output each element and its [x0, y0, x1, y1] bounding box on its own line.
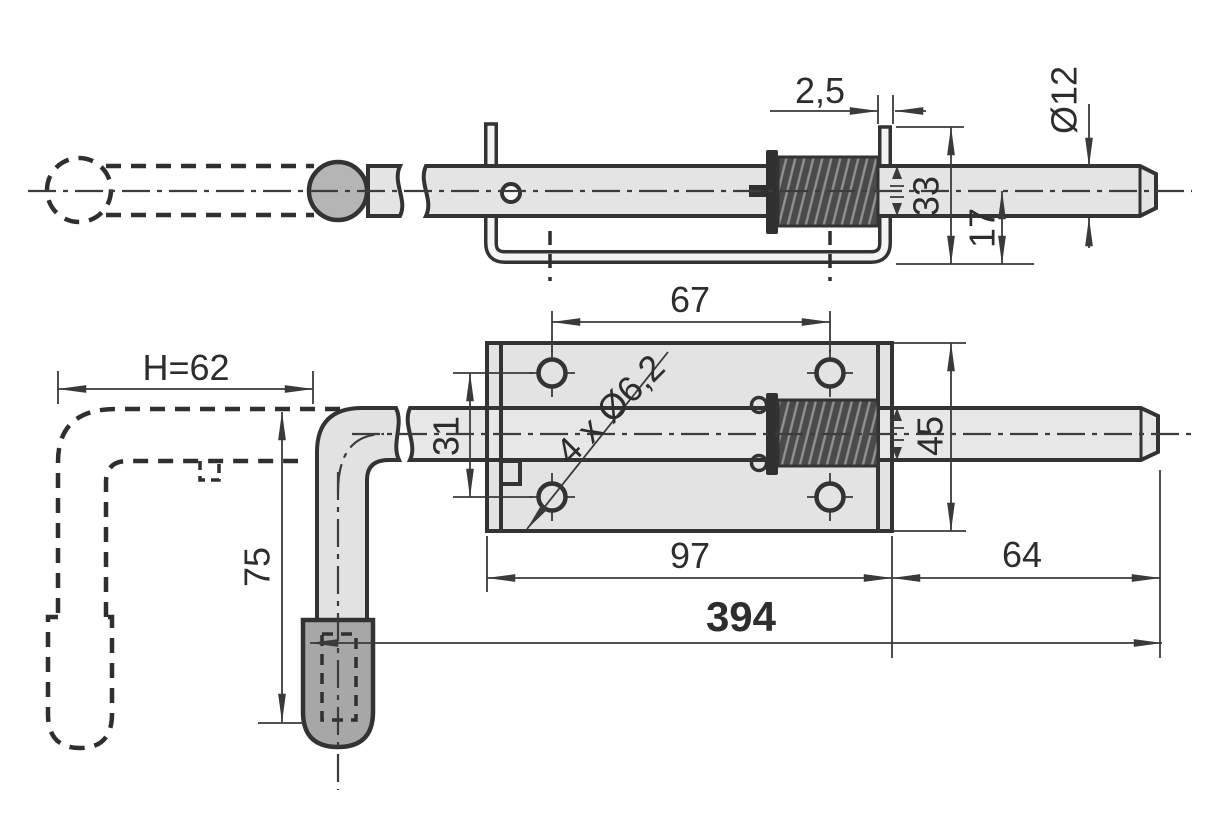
dim-handle-length-label: 75	[237, 547, 278, 587]
dim-center-to-base: 17	[962, 190, 1006, 265]
dim-bracket-thickness: 2,5	[770, 70, 926, 124]
dim-center-to-base-label: 17	[962, 208, 1003, 248]
screw-hole-top-right	[814, 357, 846, 389]
plan-view: 67 H=62 31 4 x Ø6,2 45	[45, 279, 1192, 790]
rod-pin-hole	[500, 182, 522, 204]
dim-bracket-thickness-label: 2,5	[795, 70, 845, 111]
dim-rod-protrusion-label: 64	[1002, 534, 1042, 575]
handle-alt-position	[45, 406, 340, 751]
side-view: 2,5 Ø12 33 17	[28, 66, 1192, 281]
screw-hole-bottom-right	[814, 481, 846, 513]
dim-overall-length-label: 394	[706, 593, 777, 640]
dim-rod-diameter: Ø12	[1044, 66, 1093, 248]
rod-stub	[366, 164, 405, 218]
grip-hidden-rod	[320, 632, 358, 722]
dim-hole-pitch-vertical: 31	[426, 372, 533, 498]
latch-notch	[198, 461, 221, 482]
dim-plate-length-label: 97	[670, 535, 710, 576]
dim-hole-pitch-vertical-label: 31	[426, 416, 467, 456]
dim-overall-length: 394	[309, 593, 1163, 647]
rod-section-marks-plan	[890, 408, 904, 460]
dim-bracket-height: 33	[896, 126, 1034, 265]
dim-plate-length: 97	[486, 535, 893, 658]
dim-hole-pitch-horizontal: 67	[551, 279, 831, 352]
spring-washer-plan	[766, 393, 778, 475]
dim-handle-length: 75	[237, 411, 304, 724]
dim-hole-pitch-horizontal-label: 67	[670, 279, 710, 320]
dim-plate-height-label: 45	[910, 416, 951, 456]
dim-handle-height: H=62	[57, 347, 314, 404]
dim-rod-diameter-label: Ø12	[1044, 66, 1085, 134]
mounting-bracket	[484, 122, 892, 264]
dim-plate-height: 45	[894, 342, 966, 532]
screw-hole-top-left	[536, 357, 568, 389]
dim-handle-height-label: H=62	[142, 347, 229, 388]
dim-rod-protrusion: 64	[891, 470, 1161, 658]
dim-bracket-height-label: 33	[906, 176, 947, 216]
plate-notch	[501, 459, 522, 486]
rod-section-marks-side	[890, 166, 904, 216]
